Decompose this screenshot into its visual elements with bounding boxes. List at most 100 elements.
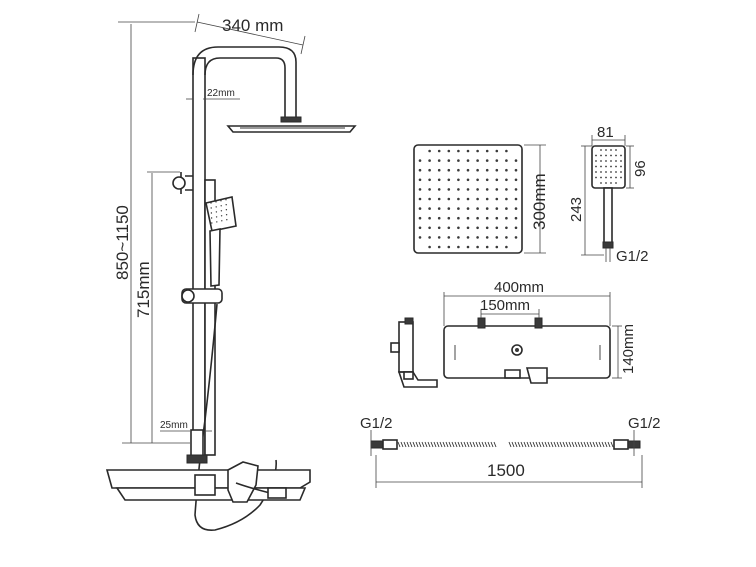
nozzle-dot [221,220,223,222]
nozzle-dot [466,188,470,191]
nozzle-dot [220,205,222,207]
nozzle-dot [225,209,228,211]
nozzle-dot [615,160,617,162]
hand-connector [602,241,614,249]
nozzle-dot [215,206,217,208]
nozzle-dot [210,207,212,209]
nozzle-dot [447,168,451,172]
nozzle-dot [514,178,518,182]
nozzle-dot [447,216,451,220]
nozzle-dot [215,211,218,213]
side-top-inlet [404,317,414,325]
nozzle-dot [211,222,213,224]
mixer-knob-left [194,474,216,496]
side-outlet [403,371,414,380]
hose-braid-stroke [415,441,419,448]
nozzle-dot [495,207,499,210]
nozzle-dot [466,159,470,162]
nozzle-dot [476,149,479,153]
nozzle-dot [447,236,451,239]
nozzle-dot [447,226,451,230]
dim-340-label: 340 mm [222,16,283,35]
nozzle-dot [476,159,479,162]
hose-braid-stroke [577,441,581,448]
hose-braid-stroke [514,441,518,448]
nozzle-dot [615,154,617,157]
nozzle-dot [437,236,441,239]
nozzle-dot [447,197,451,201]
nozzle-dot [505,188,508,191]
hose-braid-stroke [433,441,437,448]
nozzle-dot [457,207,460,210]
hose-braid-stroke [520,441,524,448]
nozzle-dot [595,176,597,179]
hose-braid-stroke [553,441,557,448]
nozzle-dot [225,214,228,216]
hose-braid-stroke [460,441,464,448]
hose-braid-stroke [406,441,410,448]
hose-braid-stroke [523,441,527,448]
nozzle-dot [437,149,441,153]
nozzle-dot [485,149,489,153]
nozzle-dot [485,207,489,210]
nozzle-dot [514,236,518,239]
dim-22-label: 22mm [207,88,235,99]
nozzle-dot [514,159,518,162]
nozzle-dot [418,168,422,172]
hose-braid-stroke [481,441,485,448]
nozzle-dot [600,149,602,151]
nozzle-dot [615,182,617,184]
nozzle-dot [485,178,489,182]
hose-braid-stroke [526,441,530,448]
hose-braid-stroke [574,441,578,448]
nozzle-dot [225,199,227,201]
nozzle-dot [457,159,460,162]
shower-column-side-view [105,46,357,532]
hose-braid-stroke [436,441,440,448]
dim-850-label: 850~1150 [113,205,132,280]
hose-braid-stroke [535,441,539,448]
nozzle-dot [495,197,499,201]
hose-braid-stroke [412,441,416,448]
hose-braid-stroke [544,441,548,448]
nozzle-dot [418,236,422,239]
nozzle-dot [476,197,479,201]
nozzle-dot [476,226,479,230]
nozzle-dot [215,201,217,203]
nozzle-dot [595,171,597,173]
dim-81-label: 81 [597,124,614,141]
nozzle-dot [220,200,222,202]
nozzle-dot [615,171,617,173]
hose-braid-stroke [403,441,407,448]
nozzle-dot [418,188,422,191]
hose-braid-stroke [484,441,488,448]
hose-braid-stroke [556,441,560,448]
nozzle-dot [595,165,597,168]
mixer-spout [235,482,271,494]
hand-shower-nozzles [210,199,228,224]
hose-braid-stroke [592,441,596,448]
nozzle-dot [600,171,602,173]
dim-1500-label: 1500 [487,461,525,480]
nozzle-dot [418,178,422,182]
hand-shower-handle [209,228,221,287]
nozzle-dot [505,159,508,162]
nozzle-dot [476,188,479,191]
dim-715-label: 715mm [134,261,153,318]
left-dimensions: 340 mm 22mm 850~1150 715mm 25mm [113,13,306,444]
nozzle-dot [226,219,228,221]
nozzle-dot [418,207,422,210]
dim-243-label: 243 [568,197,585,222]
nozzle-dot [216,221,218,223]
nozzle-dot [620,165,622,168]
nozzle-dot [447,245,451,249]
nozzle-dot [428,197,431,201]
hose-braid-stroke [472,441,476,448]
nozzle-dot [514,207,518,210]
nozzle-dot [466,226,470,230]
nozzle-dot [476,236,479,239]
mixer-lever [227,461,259,503]
nozzle-dot [615,165,617,168]
riser-pipe [192,57,206,459]
hose-braid-stroke [601,441,605,448]
